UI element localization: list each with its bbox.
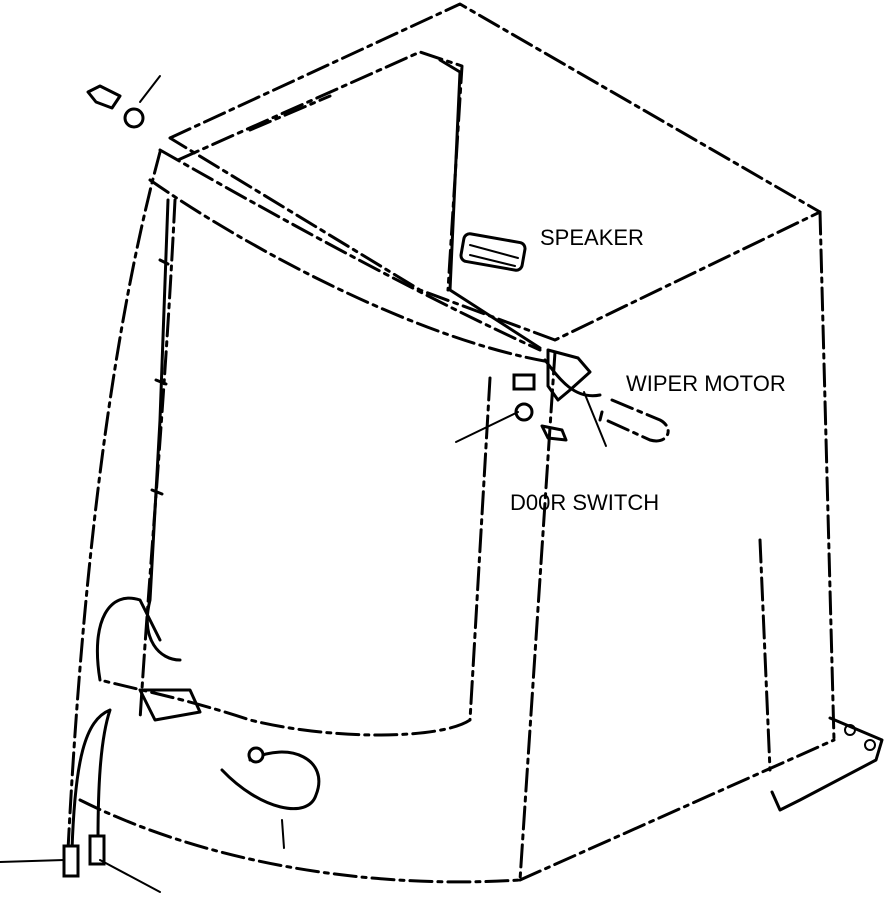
base-plate — [770, 716, 884, 812]
door-switch-body — [512, 373, 536, 391]
roof-front-edge — [148, 178, 552, 364]
cable-grommet — [247, 746, 265, 764]
base-bolt-hole — [844, 724, 856, 736]
leader-line — [0, 859, 65, 863]
lower-harness-loop — [95, 596, 162, 682]
wiper-motor-bracket — [546, 348, 592, 402]
clip-part — [86, 84, 122, 110]
leader-line — [139, 75, 161, 103]
speaker-label: SPEAKER — [540, 225, 644, 250]
connector-plug — [88, 834, 106, 866]
roof-harness-dashed — [248, 94, 332, 132]
wiper-motor-label: WIPER MOTOR — [626, 371, 786, 396]
right-wall-panel — [758, 538, 772, 772]
pillar-harness — [145, 198, 182, 662]
leader-line — [583, 391, 607, 447]
wiper-motor-body — [604, 398, 670, 443]
connector-plug — [62, 844, 80, 878]
wiper-motor-shaft — [598, 410, 604, 422]
harness-clips — [150, 258, 170, 496]
speaker-detail — [469, 244, 519, 267]
front-bottom-edge — [78, 798, 522, 884]
roof-harness — [438, 58, 542, 350]
right-wall-bottom-edge — [518, 738, 836, 882]
roof-panel — [158, 50, 542, 352]
front-left-pillar — [66, 150, 162, 852]
lower-wire — [70, 708, 112, 852]
right-wall-front-edge — [518, 350, 557, 882]
cable-loop — [220, 750, 321, 811]
roof-outline — [168, 2, 822, 342]
leader-line — [99, 859, 161, 893]
leader-line — [281, 819, 285, 849]
door-switch-label: D00R SWITCH — [510, 490, 660, 515]
connector-bracket — [138, 688, 202, 722]
leader-line — [455, 411, 519, 443]
wiper-motor-wire — [543, 358, 602, 398]
base-bolt-hole — [864, 739, 876, 751]
right-wall-rear-edge — [818, 210, 836, 742]
door-switch-clip — [540, 424, 568, 442]
grommet-part — [123, 107, 145, 129]
